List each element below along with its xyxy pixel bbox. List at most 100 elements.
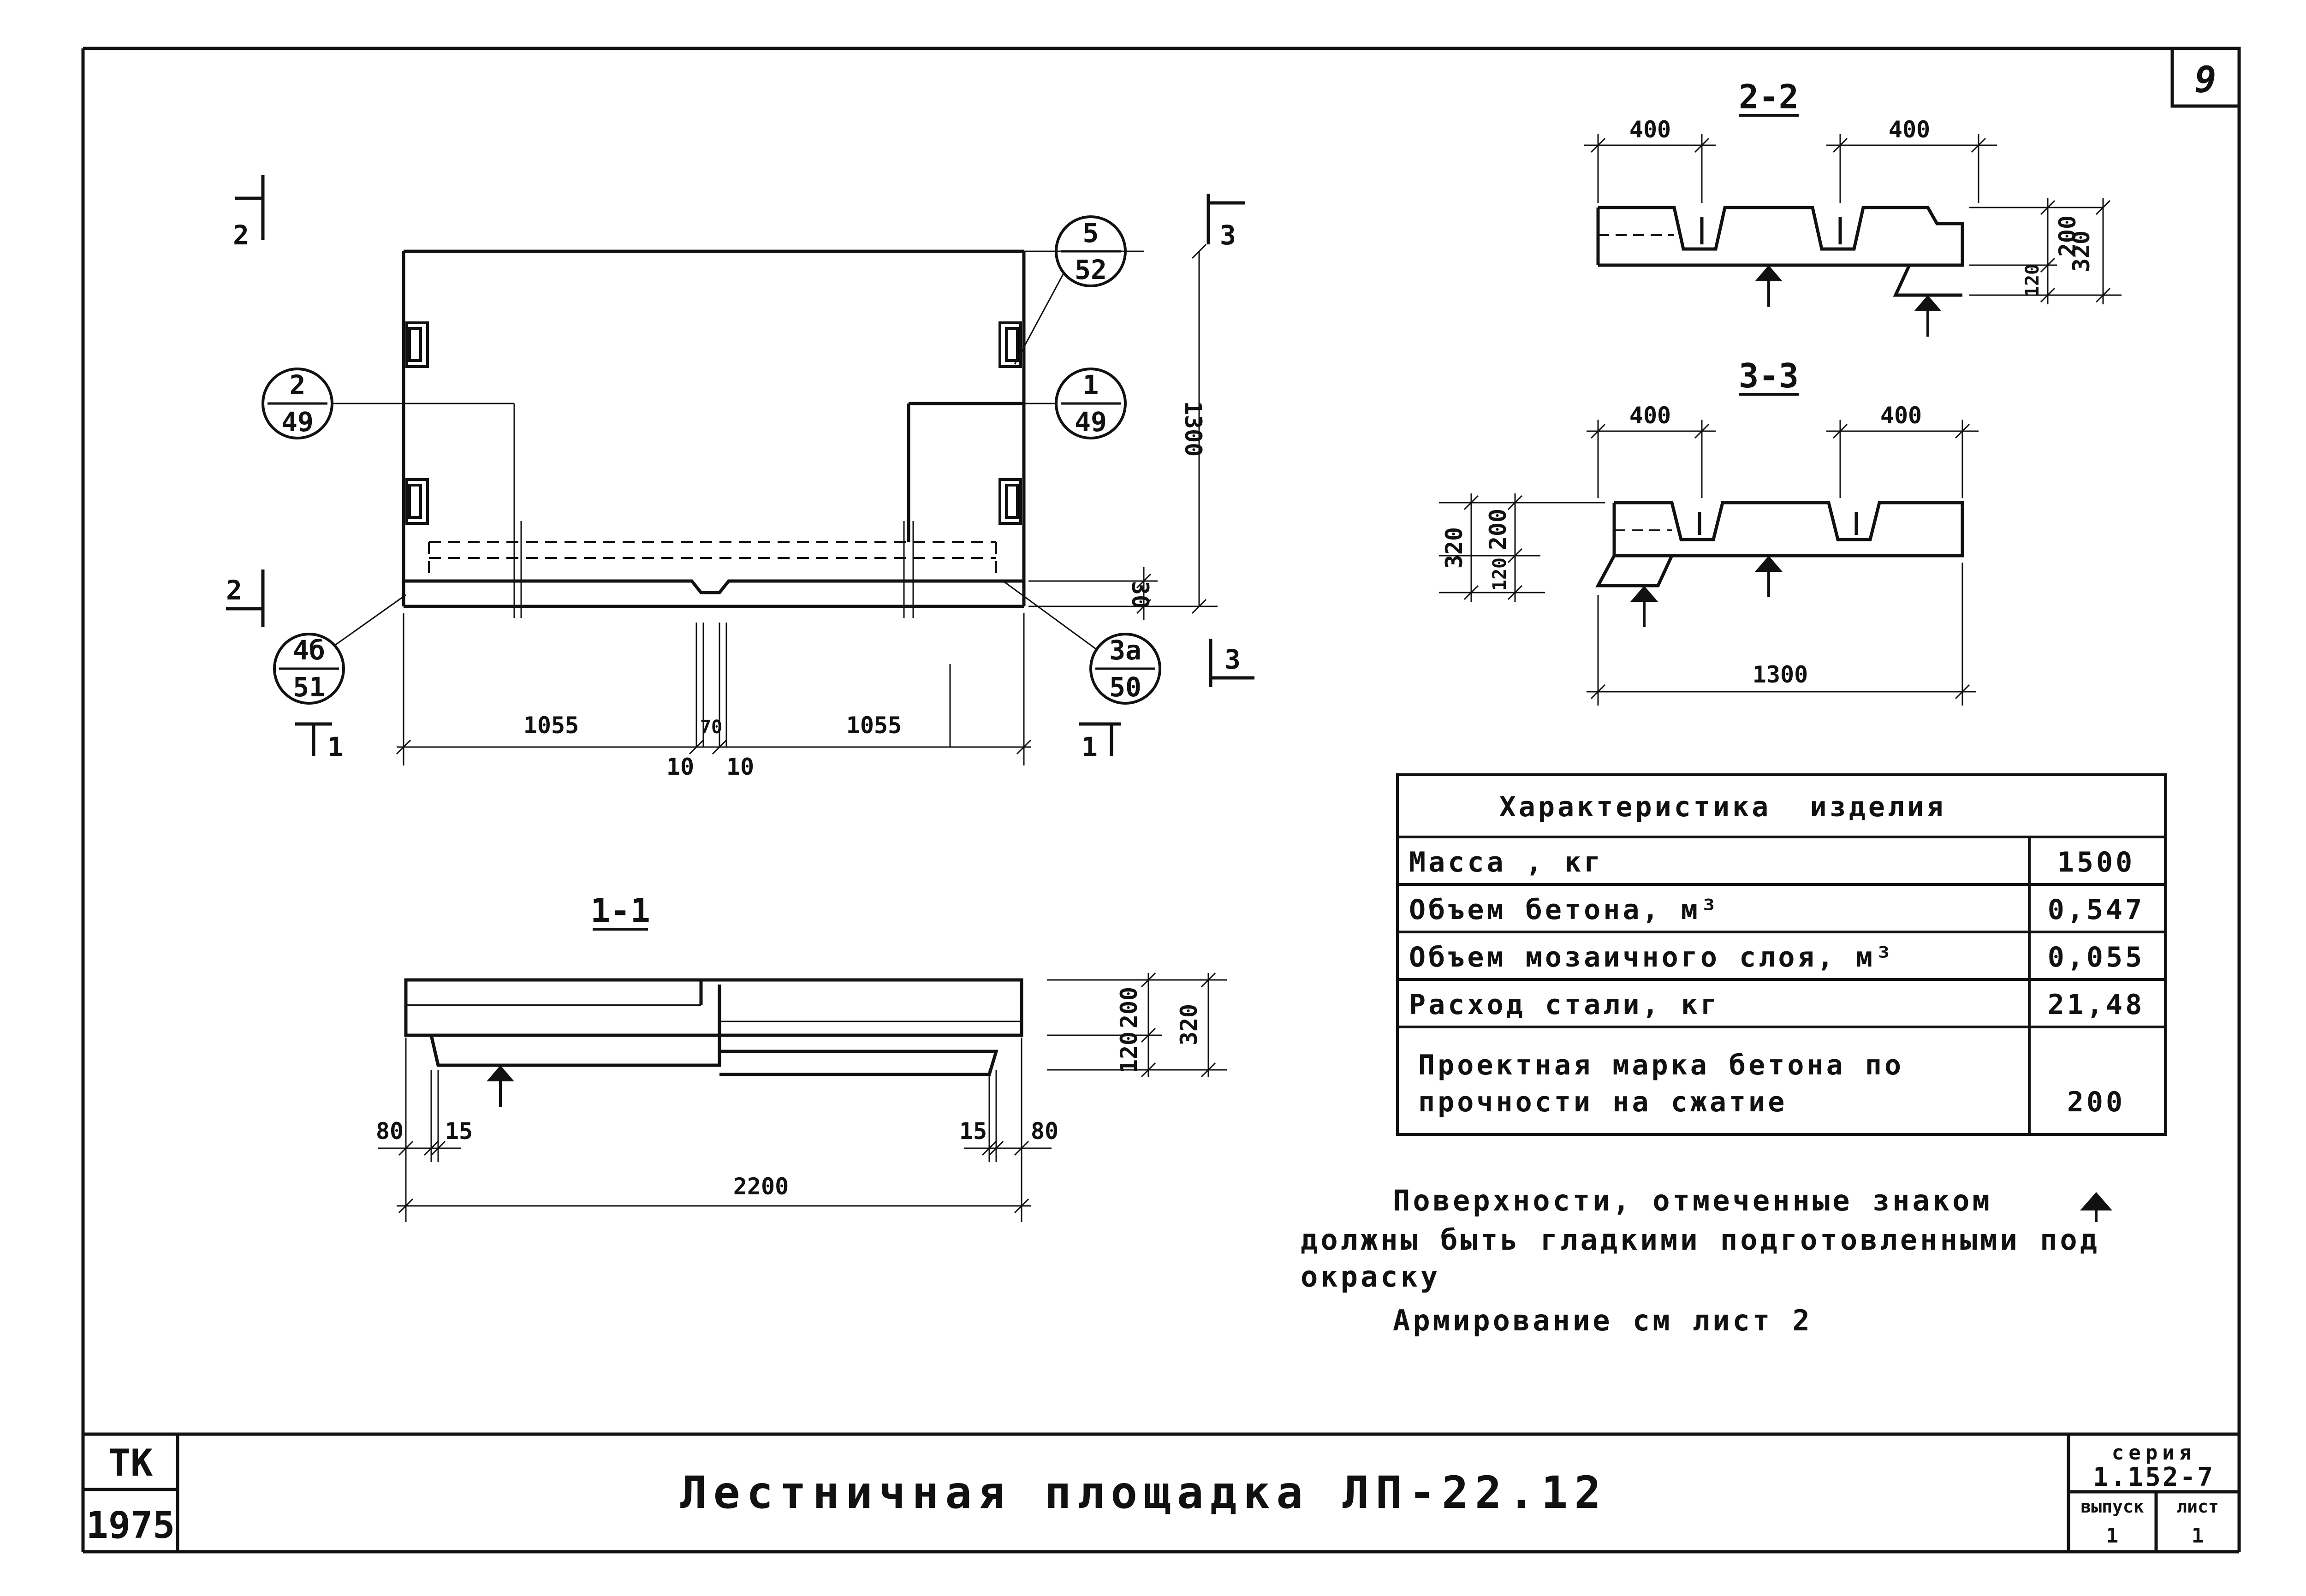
sheet-frame (81, 47, 2241, 1554)
section-3-3-surface-marker-a (1755, 556, 1783, 597)
section-mark-3-bottom-label: 3 (1224, 644, 1241, 675)
table-row-steel-label: Расход стали, кг (1409, 989, 1720, 1021)
callout-1-49-bottom: 49 (1075, 406, 1107, 438)
callout-4b-51: 4б 51 (273, 594, 406, 705)
callout-1-49: 1 49 (1024, 368, 1127, 439)
section-1-1-dim-80-left: 80 (376, 1118, 404, 1145)
section-3-3-dimension-lines (1439, 420, 1979, 706)
note-line-2: должны быть гладкими подготовленными под (1301, 1223, 2100, 1257)
section-1-1-dim-15-left: 15 (445, 1118, 473, 1145)
series-value: 1.152-7 (2093, 1462, 2215, 1492)
section-2-2-surface-marker-a (1755, 265, 1783, 307)
section-3-3-surface-marker-b (1630, 586, 1658, 627)
section-3-3-label: 3-3 (1739, 356, 1799, 395)
table-header: Характеристика изделия (1499, 791, 1946, 823)
note-line-3: окраску (1301, 1260, 1440, 1293)
callout-2-49: 2 49 (262, 368, 404, 439)
section-mark-1-right (1079, 722, 1121, 756)
table-row-grade-value: 200 (2067, 1086, 2125, 1118)
callout-2-49-bottom: 49 (281, 406, 314, 438)
section-3-3: 3-3 (1439, 356, 1979, 706)
plan-view: 5 52 2 49 1 49 4б 51 3а (226, 175, 1254, 780)
section-3-3-dim-120: 120 (1489, 558, 1510, 591)
section-2-2-label: 2-2 (1739, 77, 1799, 116)
plan-lifting-loops (405, 321, 1022, 525)
section-3-3-dim-200: 200 (1485, 509, 1511, 550)
table-row-concrete-volume-label: Объем бетона, м³ (1409, 894, 1720, 926)
sheet-value: 1 (2192, 1524, 2204, 1548)
section-1-1-label: 1-1 (590, 891, 650, 930)
dim-1300-vertical: 1300 (1180, 401, 1206, 457)
section-mark-3-top (1206, 194, 1245, 244)
callout-5-52-top: 5 (1083, 217, 1099, 249)
section-mark-3-top-label: 3 (1220, 220, 1236, 251)
section-2-2-dimension-lines (1584, 134, 2122, 304)
section-2-2-dim-120: 120 (2022, 264, 2043, 297)
section-mark-1-left (295, 722, 332, 756)
dim-70: 70 (700, 717, 722, 738)
section-2-2-dim-400-right: 400 (1889, 116, 1930, 143)
section-mark-2-top (235, 175, 265, 240)
section-2-2-dim-400-left: 400 (1629, 116, 1671, 143)
section-1-1-surface-marker (487, 1065, 514, 1107)
callout-3a-50-top: 3а (1109, 635, 1141, 666)
callout-4b-51-top: 4б (293, 635, 325, 666)
dim-1055-right: 1055 (846, 712, 902, 739)
section-1-1-dim-200: 200 (1116, 987, 1142, 1028)
issue-value: 1 (2106, 1524, 2119, 1548)
org-year: 1975 (86, 1504, 175, 1547)
plan-outline (402, 249, 1026, 608)
section-3-3-dim-1300: 1300 (1753, 661, 1808, 688)
characteristics-table: Характеристика изделия Масса , кг 1500 О… (1396, 773, 2167, 1136)
section-2-2-dim-200: 200 (2054, 215, 2081, 257)
section-1-1-dim-15-right: 15 (959, 1118, 987, 1145)
plan-hidden-lines (428, 541, 997, 581)
table-row-mosaic-volume-label: Объем мозаичного слоя, м³ (1409, 941, 1895, 973)
note-line-4: Армирование см лист 2 (1393, 1304, 1813, 1337)
section-mark-1-left-label: 1 (327, 731, 344, 763)
drawing-title: Лестничная площадка ЛП-22.12 (680, 1467, 1607, 1519)
table-row-mosaic-volume-value: 0,055 (2048, 941, 2145, 973)
dim-10-a: 10 (666, 754, 694, 780)
notes: Поверхности, отмеченные знаком должны бы… (1301, 1184, 2112, 1337)
section-3-3-dim-400-left: 400 (1629, 402, 1671, 429)
section-mark-2-bottom (226, 570, 265, 627)
section-2-2: 2-2 (1584, 77, 2122, 337)
callout-2-49-top: 2 (290, 369, 306, 401)
issue-label: выпуск (2080, 1496, 2144, 1517)
section-3-3-dim-320: 320 (1441, 527, 1468, 569)
section-1-1-dim-120: 120 (1116, 1032, 1142, 1073)
series-label: серия (2112, 1441, 2196, 1465)
table-row-grade-label-line2: прочности на сжатие (1418, 1086, 1787, 1118)
dim-1055-left: 1055 (523, 712, 579, 739)
section-2-2-surface-marker-b (1914, 295, 1942, 337)
plan-dimension-lines (396, 243, 1218, 755)
section-1-1-dim-80-right: 80 (1031, 1118, 1058, 1145)
plan-thin-lines (403, 250, 1144, 765)
callout-3a-50-bottom: 50 (1109, 671, 1141, 703)
section-mark-1-right-label: 1 (1082, 731, 1098, 763)
section-1-1-dim-320: 320 (1176, 1004, 1202, 1045)
callout-1-49-top: 1 (1083, 369, 1099, 401)
section-mark-3-bottom (1209, 639, 1254, 687)
title-block: ТК 1975 Лестничная площадка ЛП-22.12 сер… (86, 1441, 2219, 1548)
section-mark-2-top-label: 2 (233, 220, 249, 251)
callout-3a-50: 3а 50 (1003, 580, 1161, 705)
callout-4b-51-bottom: 51 (293, 671, 325, 703)
org-code: ТК (108, 1442, 153, 1484)
note-line-1: Поверхности, отмеченные знаком (1393, 1184, 1992, 1217)
callout-5-52: 5 52 (1014, 215, 1127, 365)
callout-5-52-bottom: 52 (1075, 254, 1107, 285)
table-row-concrete-volume-value: 0,547 (2048, 894, 2145, 926)
section-1-1-dim-2200: 2200 (733, 1173, 789, 1200)
sheet-label: лист (2176, 1496, 2219, 1517)
dim-30: 30 (1127, 581, 1153, 609)
section-mark-2-bottom-label: 2 (226, 575, 242, 606)
section-3-3-dim-400-right: 400 (1880, 402, 1922, 429)
section-1-1-dimension-lines (378, 972, 1227, 1222)
dim-10-b: 10 (726, 754, 754, 780)
table-row-grade-label-line1: Проектная марка бетона по (1418, 1049, 1904, 1081)
table-row-mass-label: Масса , кг (1409, 846, 1603, 878)
table-row-mass-value: 1500 (2057, 846, 2135, 878)
